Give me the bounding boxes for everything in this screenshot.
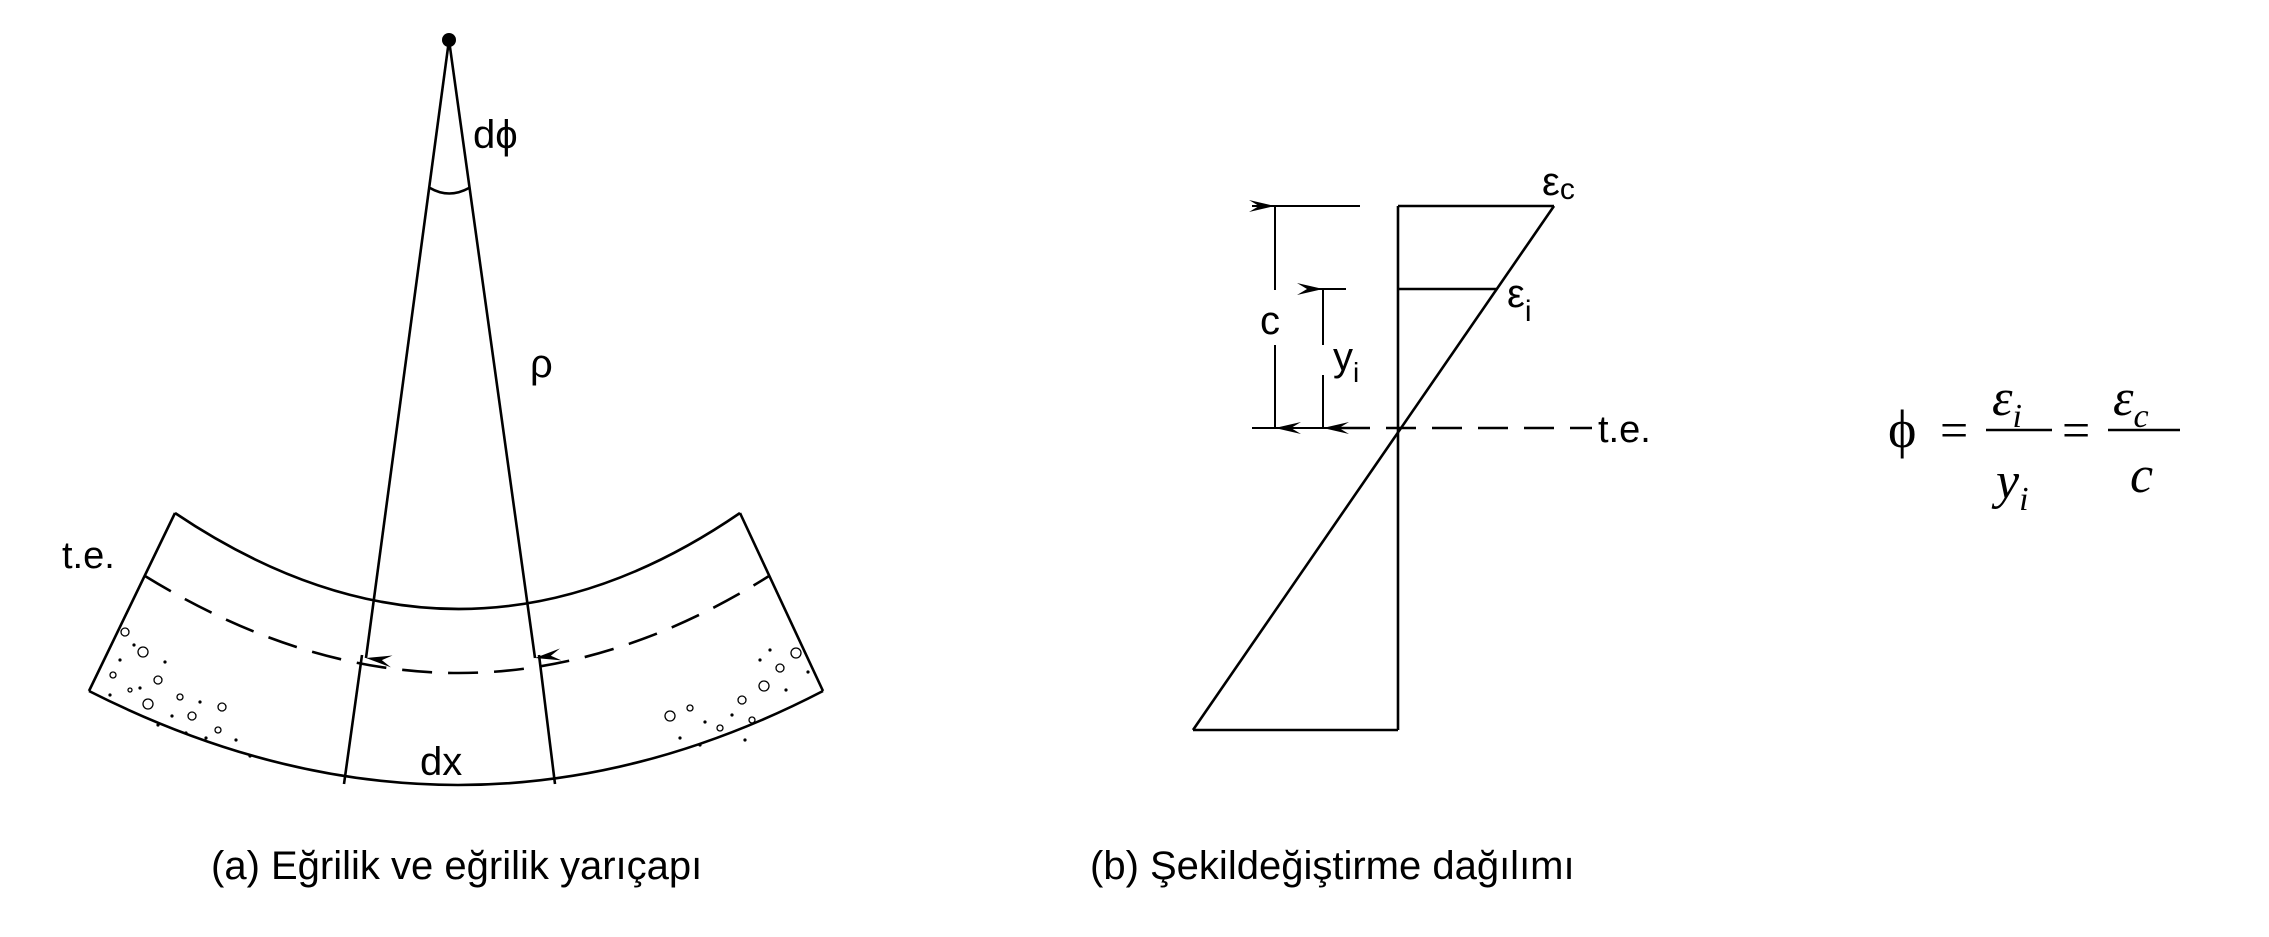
eq-frac1-denominator: yi xyxy=(1991,453,2029,518)
section-line-left xyxy=(342,654,364,785)
c-label: c xyxy=(1260,299,1280,343)
section-line-right xyxy=(537,654,557,785)
eq-frac2-numerator: εc xyxy=(2113,370,2149,435)
beam-top-edge xyxy=(174,511,741,611)
neutral-axis-label-a: t.e. xyxy=(62,535,115,577)
aggregate-texture-left xyxy=(108,627,252,758)
curvature-equation: ϕ = εi yi = εc c xyxy=(1888,370,2180,518)
curvature-diagram: dϕ ρ t.e. dx (a) Eğrilik ve eğrilik yarı… xyxy=(62,33,825,888)
caption-b: (b) Şekildeğiştirme dağılımı xyxy=(1090,844,1575,888)
eps-c-label: εc xyxy=(1542,160,1575,206)
eq-frac1-numerator: εi xyxy=(1992,370,2022,435)
neutral-axis-label-b: t.e. xyxy=(1598,409,1651,451)
eps-i-label: εi xyxy=(1507,272,1532,328)
beam-right-edge xyxy=(738,512,825,692)
strain-distribution-diagram: c yi εc εi t.e. (b) Şekildeğiştirme dağı… xyxy=(1090,160,1651,888)
eq-equals-1: = xyxy=(1940,402,1968,458)
beam-left-edge xyxy=(87,512,177,692)
beam-bottom-edge xyxy=(88,689,824,787)
dx-label: dx xyxy=(420,740,462,784)
angle-arc xyxy=(429,186,470,195)
aggregate-texture-right xyxy=(664,647,810,747)
neutral-axis-dashed xyxy=(144,574,770,675)
radius-line-right xyxy=(447,39,562,661)
rho-label: ρ xyxy=(530,342,553,386)
caption-a: (a) Eğrilik ve eğrilik yarıçapı xyxy=(211,844,702,888)
eq-frac2-denominator: c xyxy=(2130,447,2153,504)
radius-line-left xyxy=(364,39,451,668)
yi-label: yi xyxy=(1333,335,1359,388)
eq-phi: ϕ xyxy=(1888,399,1916,459)
strain-diagonal xyxy=(1191,205,1556,731)
eq-equals-2: = xyxy=(2062,402,2090,458)
dphi-label: dϕ xyxy=(473,113,518,157)
